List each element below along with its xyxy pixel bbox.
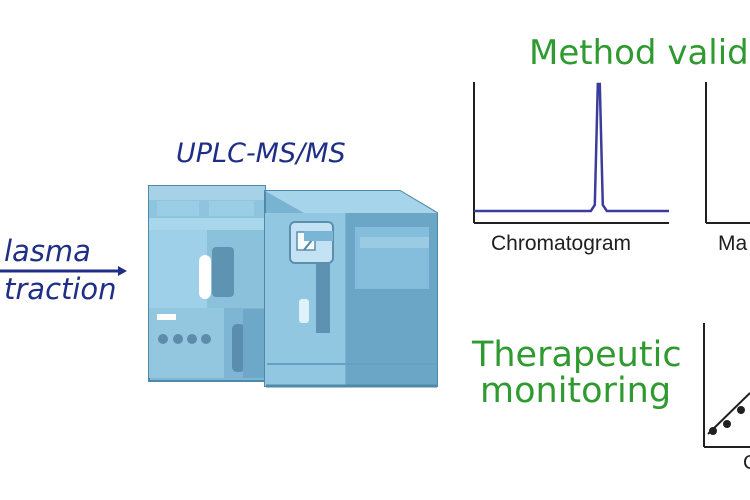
calibration-plot-fragment [703,323,750,448]
uplc-module [148,185,266,382]
calibration-point [737,406,745,414]
extraction-label: traction [4,272,117,306]
calibration-point [723,420,731,428]
calibration-fit-line [707,392,750,435]
chromatogram-plot [473,82,669,224]
chromatogram-trace [474,82,669,213]
calibration-axis-fragment: C [743,452,750,474]
second-plot-caption: Ma [718,232,747,255]
monitoring-label: monitoring [480,371,671,411]
msms-module [264,190,438,388]
uplc-msms-label: UPLC-MS/MS [176,138,346,169]
flow-arrow-icon [118,266,127,276]
therapeutic-label: Therapeutic [471,335,682,375]
plasma-label: lasma [4,234,91,268]
calibration-point [709,427,717,435]
second-plot-fragment [705,82,750,224]
chromatogram-caption: Chromatogram [491,232,631,255]
method-validation-title: Method valid [529,33,749,73]
